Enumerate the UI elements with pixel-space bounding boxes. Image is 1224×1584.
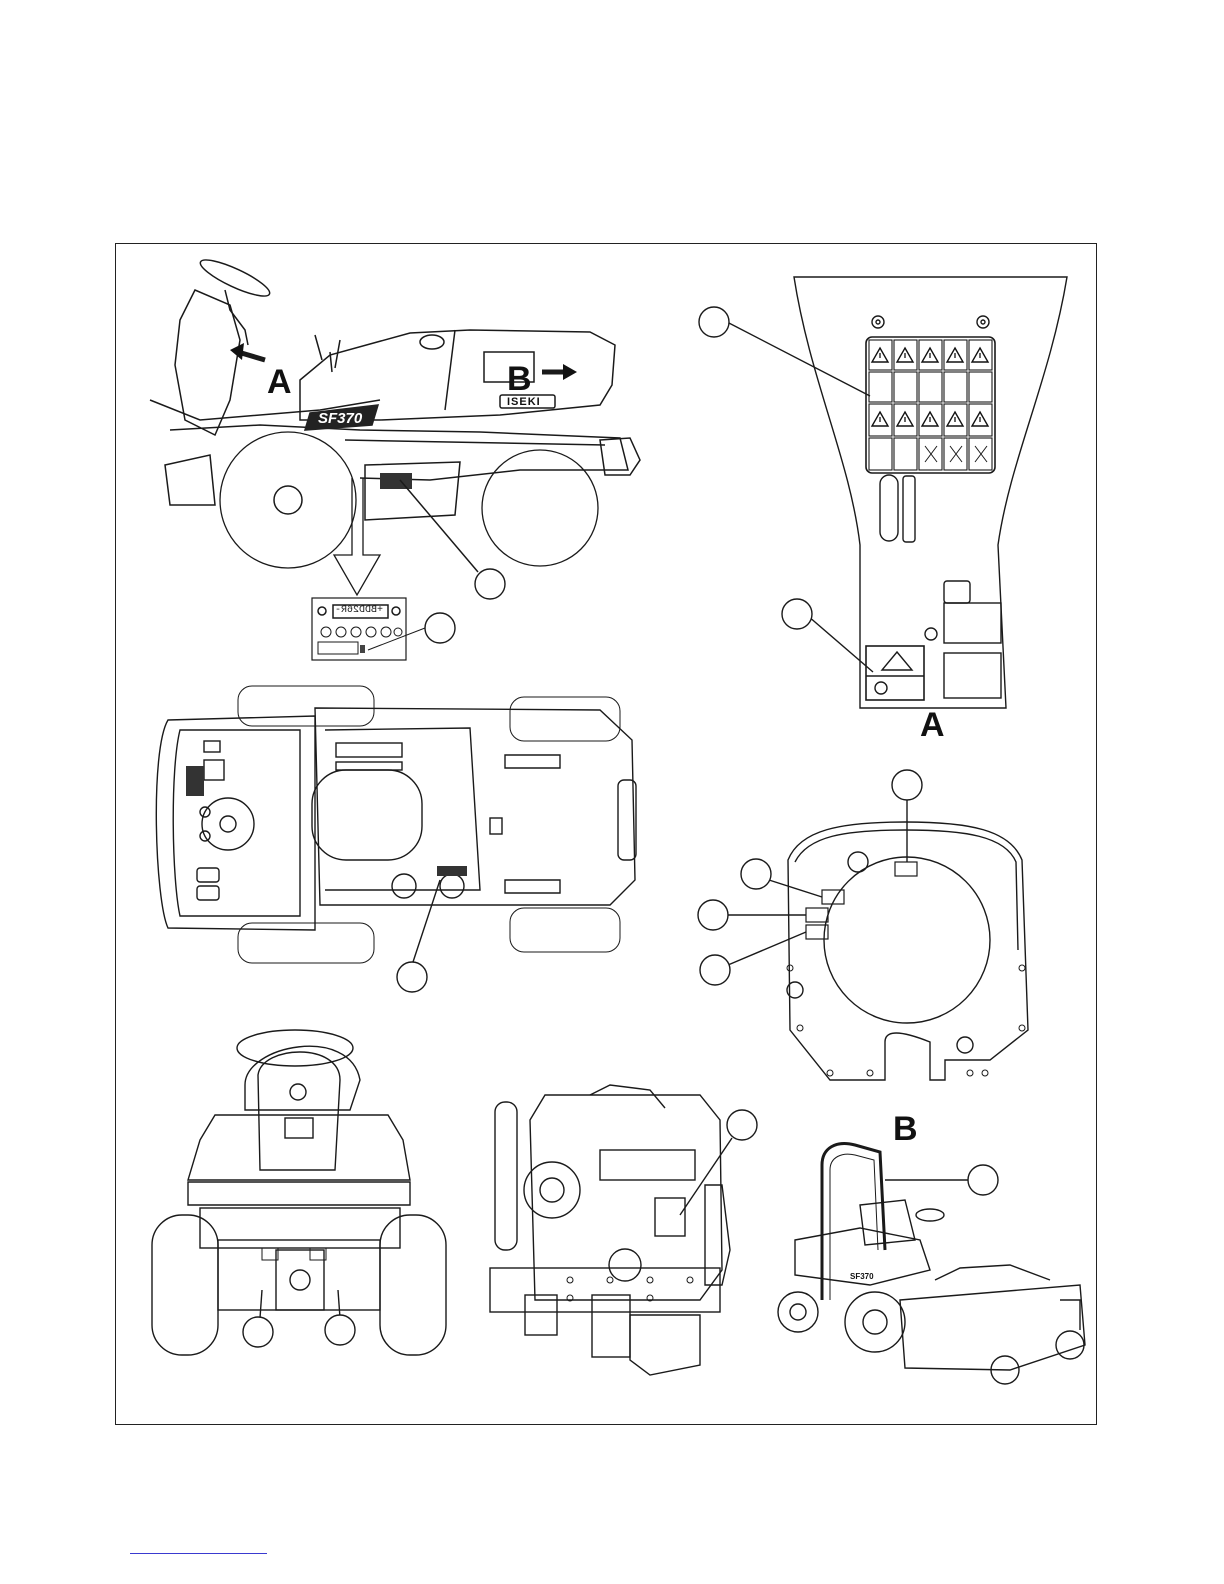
serial-plate-text: +BDD26R- bbox=[335, 605, 383, 616]
iso-view-mower bbox=[778, 1144, 1085, 1384]
engine-view bbox=[490, 1085, 757, 1375]
panel-a-label: A bbox=[920, 708, 945, 742]
model-decal: SF370 bbox=[318, 410, 362, 427]
side-view-mower bbox=[150, 254, 640, 660]
footer-rule bbox=[130, 1553, 267, 1554]
view-arrow-label-b: B bbox=[507, 362, 532, 396]
iso-model-decal: SF370 bbox=[850, 1272, 874, 1281]
rear-plate bbox=[698, 770, 1028, 1080]
panel-b-label: B bbox=[893, 1112, 918, 1146]
rear-view-mower bbox=[152, 1030, 446, 1355]
view-arrow-label-a: A bbox=[267, 365, 292, 399]
panel-a-dashboard bbox=[699, 277, 1067, 708]
top-view-mower bbox=[156, 686, 636, 992]
brand-decal: ISEKI bbox=[507, 396, 541, 408]
